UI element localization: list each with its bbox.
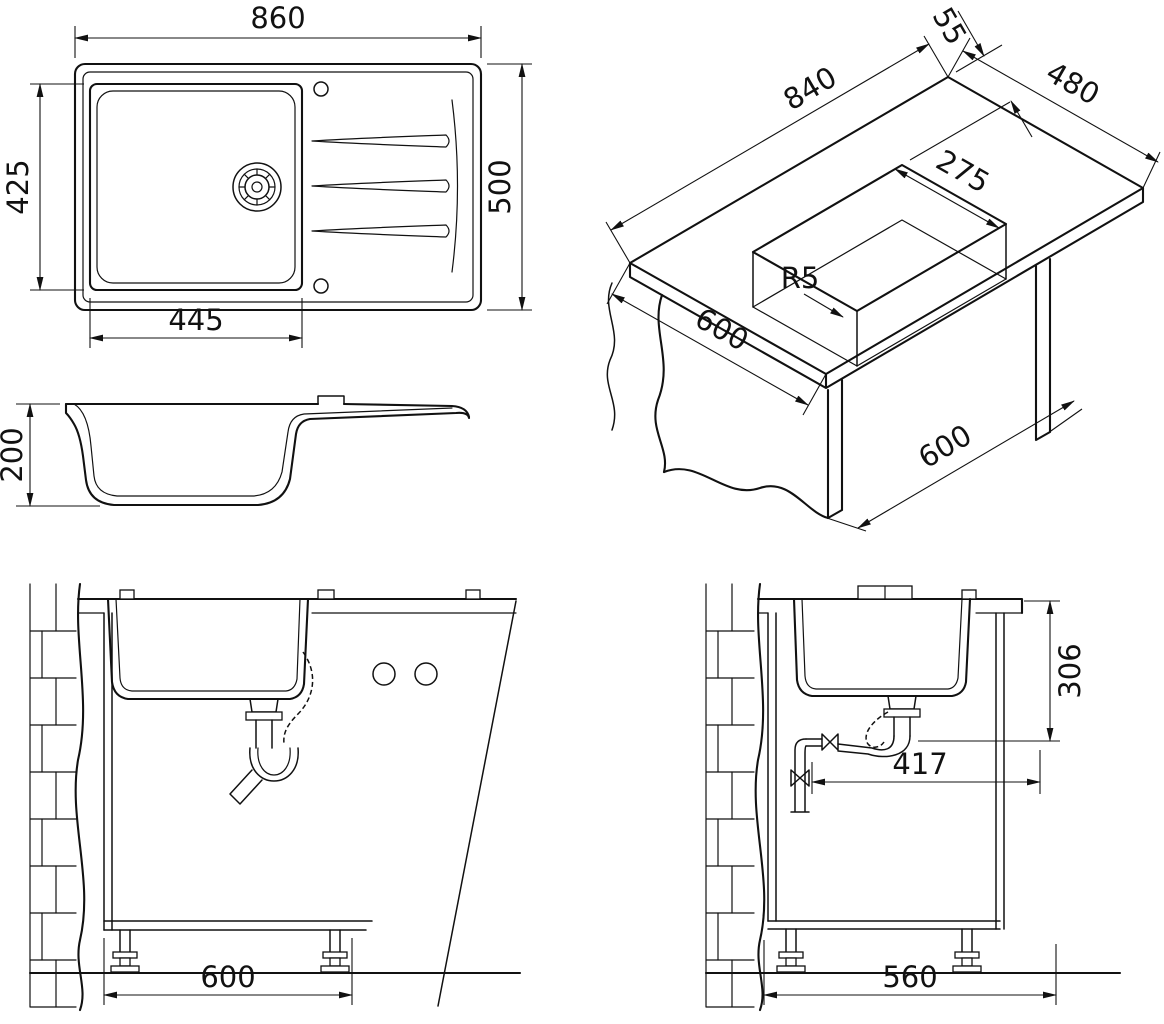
rim-clip (961, 589, 977, 600)
dimension-line (957, 10, 985, 57)
dimension-label: 560 (882, 960, 937, 994)
front-section-view: 600 (28, 582, 522, 1012)
dim-rim-to-trap: 306 (918, 600, 1087, 742)
overflow-hose (283, 651, 314, 745)
leveling-foot (322, 951, 348, 959)
brick-hatching (29, 583, 77, 1008)
bowl-inner (96, 90, 296, 284)
break-line (606, 282, 616, 431)
cabinet (103, 600, 517, 1007)
dimension-label: 306 (1053, 643, 1087, 698)
profile-view: 200 (0, 395, 471, 507)
rim-clip (317, 589, 335, 600)
extension-line (605, 35, 949, 264)
dimension-label: 600 (912, 418, 977, 475)
dimension-label: 840 (777, 60, 842, 117)
dimension-label: R5 (781, 261, 820, 295)
dim-overall-depth: 500 (483, 63, 532, 311)
wall-line (754, 582, 766, 1012)
side-section-view: 306 417 560 (704, 582, 1122, 1012)
pipe-union (821, 733, 839, 751)
profile-inner (73, 403, 453, 497)
dimension-label: 445 (168, 303, 223, 337)
sink-outline (73, 62, 483, 312)
plan-view: 860 500 425 445 (1, 1, 532, 348)
extension-line (909, 44, 1011, 161)
dimension-line (611, 293, 809, 406)
dim-overall-width: 860 (74, 1, 482, 58)
sink-rim (82, 71, 474, 303)
dimension-label: 600 (200, 960, 255, 994)
dim-bowl-width: 445 (89, 298, 303, 348)
dimension-line (610, 43, 930, 231)
dim-height: 200 (0, 403, 100, 507)
dim-bowl-depth: 425 (1, 83, 84, 291)
extension-line (606, 262, 827, 416)
dim-bowl-width: 275 (894, 143, 1000, 229)
dim-corner-radius: R5 (781, 261, 844, 318)
dimension-line (857, 400, 1075, 529)
extension-line (918, 600, 1060, 742)
tap-hole (313, 278, 329, 294)
dim-cabinet-width: 600 (103, 938, 353, 1005)
dim-rim-to-edge: 55 (909, 2, 1033, 161)
dim-trap-offset: 417 (811, 747, 1041, 794)
tap-hole (313, 81, 329, 97)
drain-trap (229, 698, 299, 805)
overflow-hose (865, 711, 889, 748)
dimension-label: 55 (926, 2, 974, 51)
bowl-outline (88, 82, 304, 292)
pipe-union (790, 769, 810, 787)
leveling-foot (954, 951, 980, 959)
dimension-line (1010, 100, 1033, 138)
drain (232, 162, 282, 212)
dimension-line (894, 168, 1000, 229)
drain-trap (790, 695, 921, 813)
isometric-view: 55 480 840 275 R5 600 600 (605, 2, 1161, 532)
dimension-label: 425 (1, 159, 35, 214)
dimension-label: 500 (483, 159, 517, 214)
dimension-line (962, 50, 1159, 163)
cabinet-back-panel (1034, 257, 1052, 442)
brick-hatching (705, 583, 755, 1008)
bowl-section-inner (115, 598, 301, 692)
tap-boss (317, 395, 345, 405)
drainboard-grooves (311, 99, 459, 273)
dim-cabinet-depth: 560 (763, 940, 1057, 1005)
worktop-line (756, 597, 1024, 615)
bowl-section (106, 597, 310, 701)
knockout-hole (414, 662, 438, 686)
leader-line (803, 293, 844, 318)
dim-cabinet-depth: 600 (823, 400, 1083, 532)
wall-line (74, 582, 86, 1012)
dimension-label: 600 (689, 301, 754, 358)
rim-clip (465, 589, 481, 600)
profile-top (64, 402, 471, 419)
dimension-label: 417 (892, 747, 947, 781)
worktop-thickness (628, 186, 1145, 390)
profile-underside (64, 402, 471, 507)
dimension-label: 860 (250, 1, 305, 35)
dimension-label: 200 (0, 427, 29, 482)
extension-line (74, 26, 482, 58)
leveling-foot (778, 951, 804, 959)
bowl-section (792, 597, 972, 698)
knockout-hole (372, 662, 396, 686)
break-line (437, 600, 517, 1007)
dim-cutout-length: 840 (605, 35, 949, 264)
extension-line (811, 750, 1041, 794)
leveling-foot (112, 951, 138, 959)
dimension-label: 275 (930, 143, 995, 200)
bowl-section-inner (801, 598, 963, 690)
dimension-label: 480 (1040, 55, 1105, 112)
rim-clip (119, 589, 135, 600)
cabinet (767, 612, 1005, 973)
